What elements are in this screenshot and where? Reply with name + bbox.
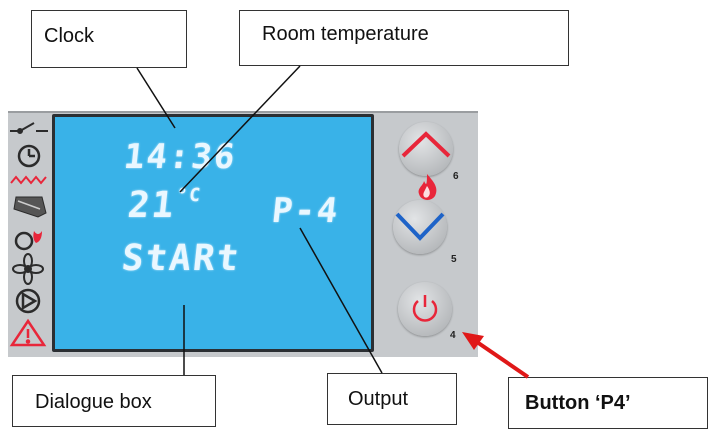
button-p4-callout: Button ‘P4’	[508, 377, 708, 429]
down-button[interactable]	[393, 200, 447, 254]
output-label: Output	[348, 388, 409, 410]
fan-icon	[12, 253, 44, 285]
fan-blower-icon	[13, 196, 47, 218]
clock-label: Clock	[44, 25, 95, 47]
output-leader-line	[299, 227, 383, 374]
warning-icon	[9, 318, 47, 347]
power-icon	[412, 295, 438, 322]
output-callout: Output	[327, 373, 457, 425]
heater-icon	[10, 175, 47, 185]
button-p4-label: Button ‘P4’	[525, 392, 631, 414]
fire-icon	[14, 231, 42, 251]
clock-leader-line	[136, 67, 176, 129]
chevron-up-icon	[401, 131, 451, 158]
up-button-number: 6	[453, 171, 459, 182]
lcd-screen	[52, 114, 374, 352]
clock-callout: Clock	[31, 10, 187, 68]
flame-icon	[418, 174, 437, 200]
status-icon-column	[8, 117, 50, 349]
down-button-number: 5	[451, 254, 457, 265]
power-button-number: 4	[450, 330, 456, 341]
clock-icon	[17, 144, 41, 168]
up-button[interactable]	[399, 122, 453, 176]
chevron-down-icon	[395, 212, 445, 241]
room-temperature-leader-line	[179, 65, 301, 193]
dialogue-box-label: Dialogue box	[35, 391, 152, 413]
room-temperature-callout: Room temperature	[239, 10, 569, 66]
switch-icon	[10, 122, 48, 134]
room-temperature-label: Room temperature	[262, 23, 429, 45]
pump-icon	[15, 288, 41, 314]
power-button-p4[interactable]	[398, 282, 452, 336]
red-pointer-arrow	[462, 332, 530, 379]
dialogue-box-callout: Dialogue box	[12, 375, 216, 427]
